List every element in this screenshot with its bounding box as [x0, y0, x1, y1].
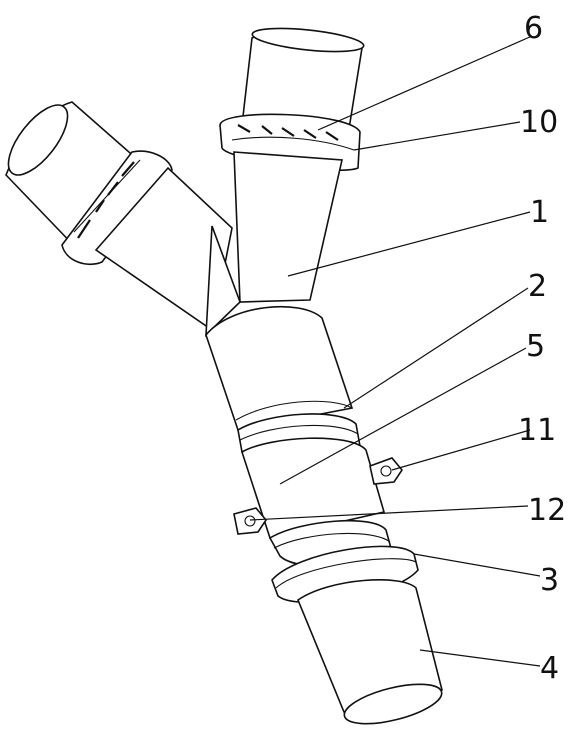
- callout-5: 5: [526, 329, 545, 364]
- callout-labels: 6 10 1 2 5 11 12 3 4: [518, 11, 566, 686]
- callout-11: 11: [518, 413, 556, 448]
- leader-12: [249, 505, 529, 521]
- leader-5: [279, 347, 527, 485]
- right-bolt-lug: [369, 457, 403, 485]
- outlet-pipe-mouth: [343, 683, 443, 725]
- callout-2: 2: [528, 269, 547, 304]
- callout-10: 10: [520, 105, 558, 140]
- callout-4: 4: [540, 651, 559, 686]
- y-junction-body: [205, 225, 241, 337]
- callout-12: 12: [528, 493, 566, 528]
- left-branch-body: [94, 166, 233, 332]
- main-trunk-pipe: [205, 305, 354, 431]
- leader-1: [287, 211, 531, 277]
- leader-2: [343, 287, 529, 409]
- coupling-sleeve: [241, 437, 386, 539]
- leader-6: [317, 35, 533, 131]
- left-clamp-ring: [61, 150, 173, 266]
- leader-3: [413, 553, 541, 577]
- leader-11: [391, 429, 531, 471]
- callout-6: 6: [524, 11, 543, 46]
- leader-lines: [249, 35, 541, 667]
- callout-3: 3: [540, 563, 559, 598]
- leader-4: [419, 649, 541, 667]
- upper-branch: [219, 27, 365, 303]
- callout-1: 1: [530, 195, 549, 230]
- left-bolt-lug: [233, 507, 267, 535]
- leader-10: [353, 121, 521, 151]
- upper-branch-body: [233, 151, 343, 303]
- left-branch: [5, 101, 233, 332]
